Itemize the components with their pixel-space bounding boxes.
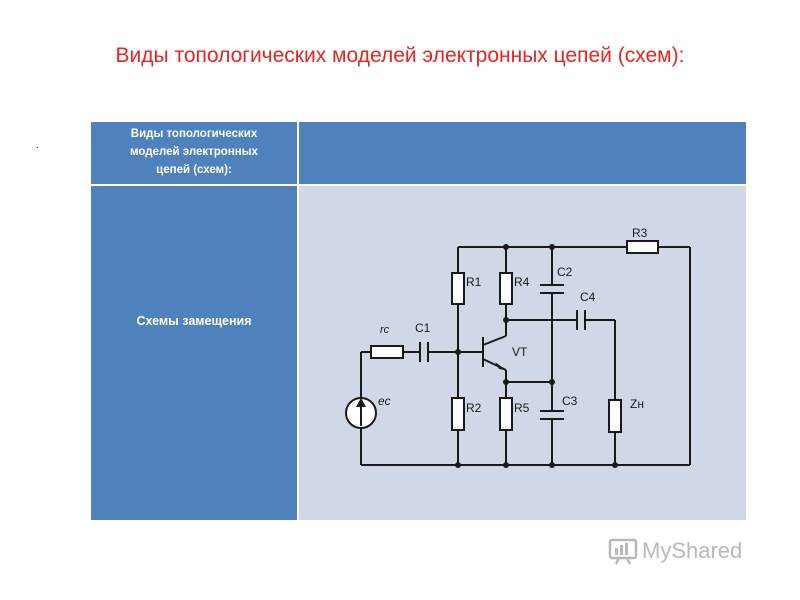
load-impedance-zn (608, 399, 622, 433)
myshared-logo-icon (608, 538, 638, 565)
watermark-text: MyShared (642, 538, 743, 563)
voltage-source-ec (345, 397, 377, 429)
label-c4: C4 (580, 290, 596, 304)
label-ec: ec (378, 394, 391, 408)
watermark: MyShared (608, 536, 742, 566)
capacitor-c2 (540, 284, 564, 294)
label-r5: R5 (514, 401, 530, 415)
label-r1: R1 (466, 275, 482, 289)
resistor-r2 (451, 397, 465, 431)
table-header-label: Виды топологических моделей электронных … (91, 122, 297, 184)
resistor-r3 (626, 240, 659, 254)
table-header-empty (299, 122, 746, 184)
label-rc: rc (380, 324, 390, 336)
resistor-r4 (499, 272, 513, 305)
label-r3: R3 (632, 226, 648, 240)
emitter-arrow-icon (495, 362, 506, 370)
slide-title: Виды топологических моделей электронных … (115, 44, 685, 67)
capacitor-c4 (576, 310, 586, 330)
junction-dots (455, 244, 618, 468)
label-c1: C1 (415, 321, 431, 335)
stray-dot: . (36, 140, 39, 151)
label-vt: VT (512, 345, 528, 359)
capacitor-c1 (419, 342, 429, 362)
label-r4: R4 (514, 275, 530, 289)
label-c3: C3 (562, 394, 578, 408)
capacitor-c3 (540, 410, 564, 420)
label-c2: C2 (557, 265, 573, 279)
label-zn: Zн (630, 397, 644, 411)
label-r2: R2 (466, 401, 482, 415)
table-row-label: Схемы замещения (91, 186, 297, 520)
source-arrow-icon (356, 398, 366, 407)
row-label-text: Схемы замещения (136, 314, 252, 328)
resistor-rc (370, 345, 404, 359)
resistor-r5 (499, 397, 513, 431)
resistor-r1 (451, 272, 465, 305)
